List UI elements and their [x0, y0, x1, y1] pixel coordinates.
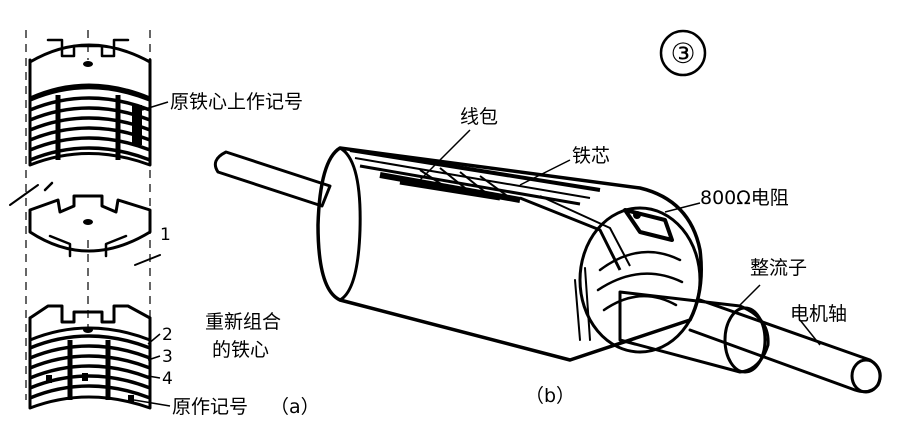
shaft-left-stub	[213, 150, 332, 208]
rotor-cylinder	[316, 146, 703, 362]
label-resistor: 800Ω电阻	[700, 187, 789, 209]
figure-number: ③	[659, 29, 707, 77]
label-mark-on-core: 原铁心上作记号	[170, 91, 303, 113]
label-original-mark: 原作记号	[172, 396, 248, 418]
leader-lines-right	[419, 129, 821, 346]
label-shaft: 电机轴	[790, 303, 847, 325]
core-block-top	[28, 38, 152, 167]
number-2: 2	[162, 325, 173, 345]
coil-winding	[349, 148, 631, 271]
label-iron-core: 铁芯	[572, 145, 610, 167]
number-1: 1	[160, 225, 171, 245]
left-diagram: 原铁心上作记号 重新组合 的铁心 原作记号 （a） 1 2 3 4	[9, 30, 320, 418]
label-regrouped-line1: 重新组合	[205, 311, 281, 333]
right-diagram: 线包 铁芯 800Ω电阻 整流子 电机轴 （b）	[213, 106, 882, 407]
lamination-lines-bottom	[29, 334, 151, 400]
label-coil: 线包	[460, 106, 498, 128]
number-3: 3	[162, 347, 173, 367]
number-4: 4	[162, 369, 173, 389]
core-block-bottom	[28, 304, 152, 410]
caption-a: （a）	[270, 396, 320, 418]
figure-number-text: ③	[670, 37, 695, 70]
single-lamination	[9, 181, 161, 266]
label-regrouped-line2: 的铁心	[212, 339, 269, 361]
label-commutator: 整流子	[750, 257, 807, 279]
caption-b: （b）	[525, 385, 575, 407]
leader-lines-left	[133, 101, 171, 407]
rotor-end-face	[574, 206, 702, 354]
